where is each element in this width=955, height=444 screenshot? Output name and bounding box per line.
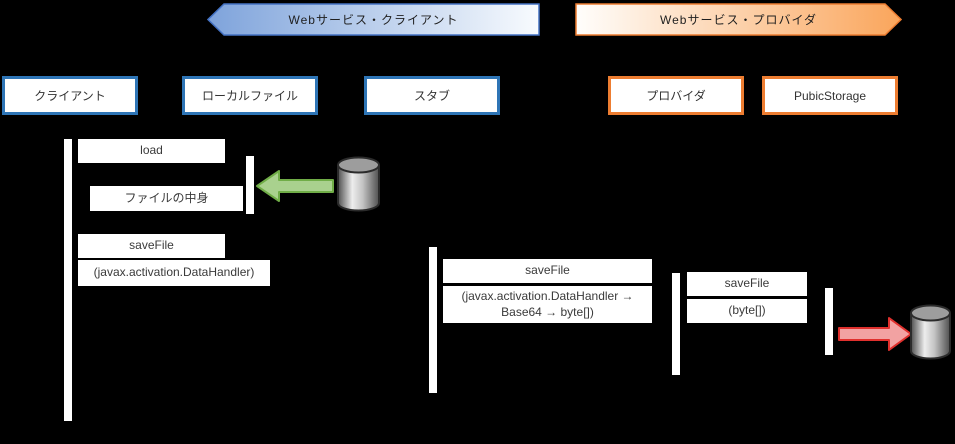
activation-bar-client	[64, 139, 72, 421]
participant-local-file-label: ローカルファイル	[201, 89, 298, 103]
banner-provider-shape	[575, 3, 902, 36]
participant-public-storage: PubicStorage	[762, 76, 898, 115]
message-savefile-1-param: (javax.activation.DataHandler)	[78, 260, 270, 286]
message-savefile-3-param: (byte[])	[687, 299, 807, 323]
message-file-contents: ファイルの中身	[90, 186, 243, 211]
activation-bar-public-storage	[825, 288, 833, 355]
banner-provider	[575, 3, 902, 36]
green-left-arrow-icon	[256, 170, 334, 202]
message-savefile-3: saveFile	[687, 272, 807, 296]
message-savefile-2-param: (javax.activation.DataHandler → Base64 →…	[443, 286, 652, 323]
banner-client	[207, 3, 540, 36]
red-right-arrow-icon	[838, 317, 912, 351]
participant-client: クライアント	[2, 76, 138, 115]
database-icon-left	[337, 156, 380, 212]
message-savefile-1: saveFile	[78, 234, 225, 258]
participant-provider: プロバイダ	[608, 76, 744, 115]
participant-stub: スタブ	[364, 76, 500, 115]
participant-stub-label: スタブ	[413, 89, 450, 103]
participant-public-storage-label: PubicStorage	[793, 88, 867, 103]
banner-client-shape	[207, 3, 540, 36]
database-icon-right	[910, 304, 951, 360]
participant-local-file: ローカルファイル	[182, 76, 318, 115]
participant-provider-label: プロバイダ	[646, 89, 706, 103]
message-savefile-2: saveFile	[443, 259, 652, 283]
participant-client-label: クライアント	[34, 89, 106, 103]
message-load: load	[78, 139, 225, 163]
activation-bar-provider	[672, 273, 680, 375]
banner-provider-label: Webサービス・プロバイダ	[660, 13, 817, 27]
banner-client-label: Webサービス・クライアント	[288, 13, 459, 27]
activation-bar-stub	[429, 247, 437, 393]
activation-bar-local-file	[246, 156, 254, 214]
